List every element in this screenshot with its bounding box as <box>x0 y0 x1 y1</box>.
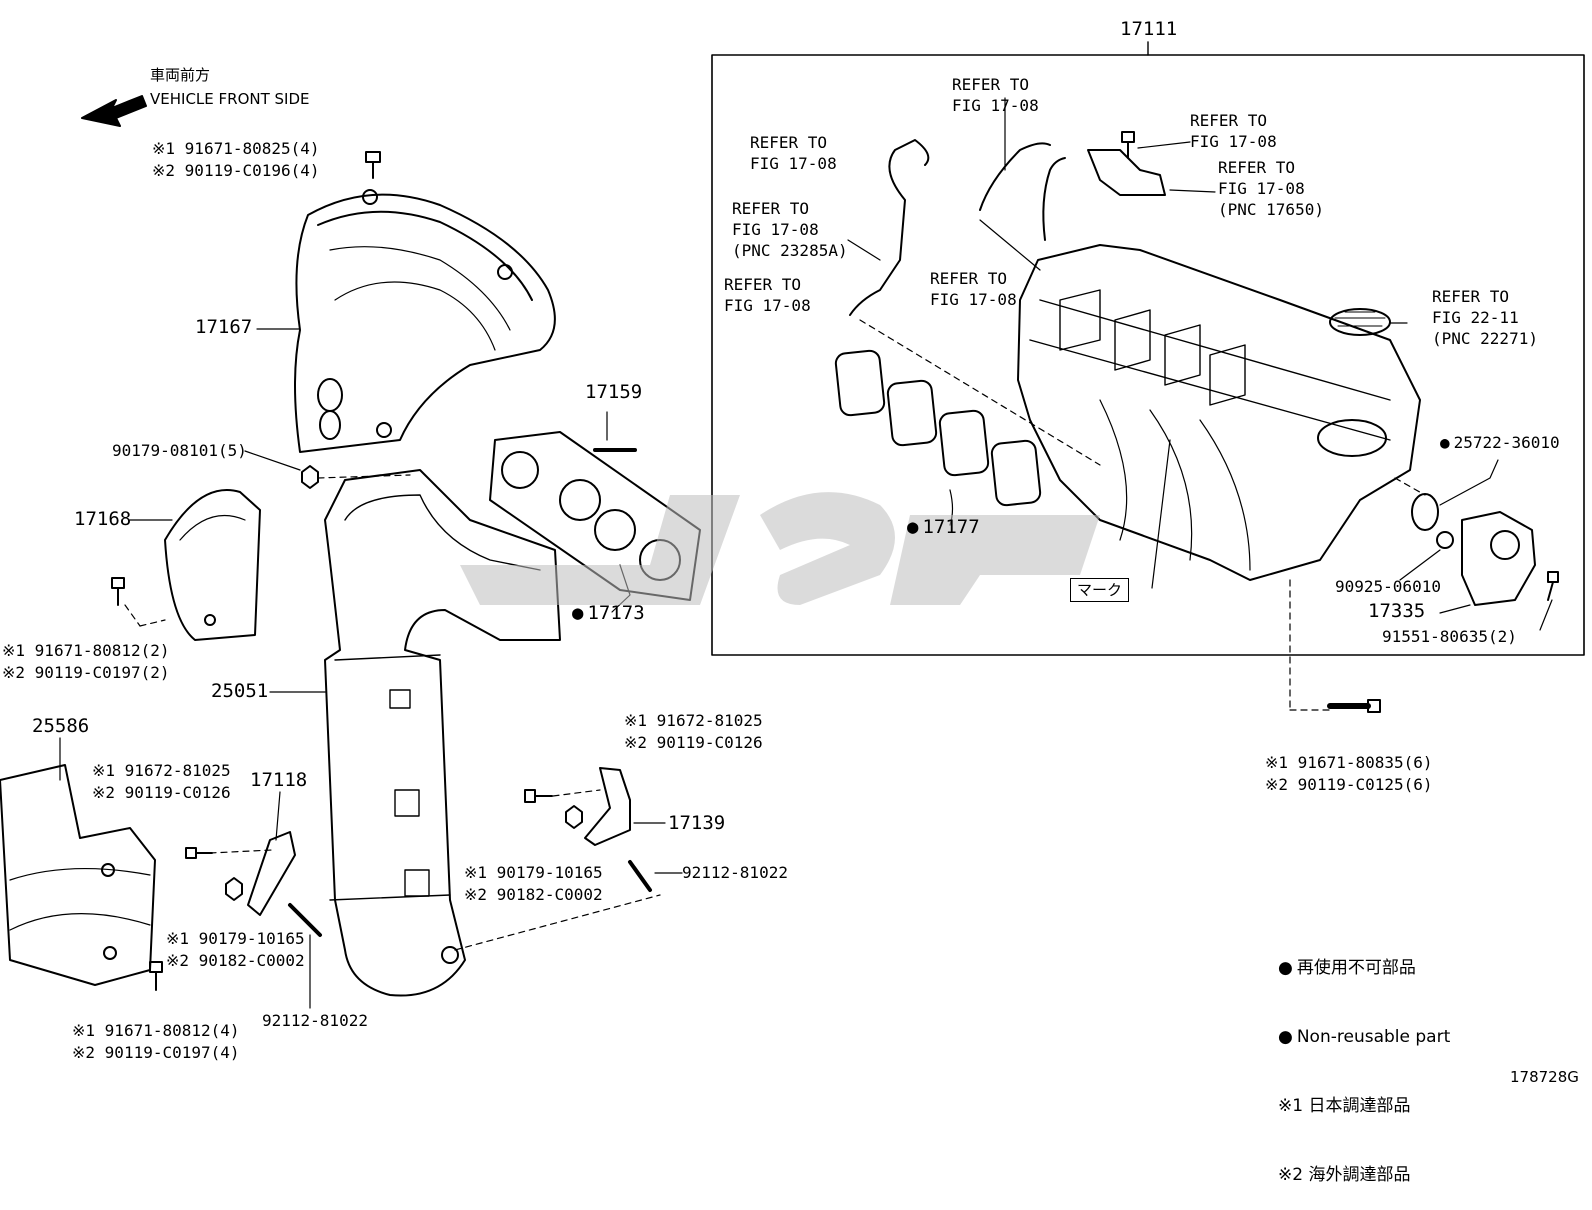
callout-17159: 17159 <box>585 381 643 403</box>
refer-note-3: REFER TO FIG 17-08 <box>1190 111 1277 151</box>
mark-label: マーク <box>1070 578 1130 602</box>
legend-note2: ※2 海外調達部品 <box>1278 1165 1411 1185</box>
nut-icon <box>565 805 583 829</box>
callout-17118: 17118 <box>250 769 308 791</box>
refer-note-1: REFER TO FIG 17-08 <box>750 133 837 173</box>
callout-17111: 17111 <box>1120 18 1178 40</box>
direction-label-en: VEHICLE FRONT SIDE <box>150 90 310 108</box>
callout-17139: 17139 <box>668 812 726 834</box>
bracket-17118 <box>247 831 296 916</box>
stud-bolt-icon <box>628 860 652 892</box>
assembly-lines <box>124 319 1426 951</box>
bolt-pair-17118-nut: ※1 90179-10165 ※2 90182-C0002 <box>166 929 305 970</box>
bolt-icon <box>111 577 125 606</box>
bolt-pair-17139-bolt: ※1 91672-81025 ※2 90119-C0126 <box>624 711 763 752</box>
callout-92112-b: 92112-81022 <box>262 1011 368 1030</box>
refer-note-5: REFER TO FIG 17-08 (PNC 23285A) <box>732 199 848 260</box>
vsv-bracket <box>1087 149 1166 196</box>
bolt-icon <box>149 961 163 991</box>
bolt-pair-17168: ※1 91671-80812(2) ※2 90119-C0197(2) <box>2 641 170 682</box>
callout-17173: 17173 <box>572 602 644 624</box>
refer-note-8: REFER TO FIG 22-11 (PNC 22271) <box>1432 287 1538 348</box>
callout-25722: 25722-36010 <box>1440 432 1560 454</box>
callout-25586: 25586 <box>32 715 90 737</box>
callout-17167: 17167 <box>195 316 253 338</box>
bolt-pair-25586: ※1 91671-80812(4) ※2 90119-C0197(4) <box>72 1021 240 1062</box>
callout-25051: 25051 <box>211 680 269 702</box>
bolt-icon <box>1327 699 1381 713</box>
bolt-icon <box>524 789 553 803</box>
hose-line <box>849 139 930 316</box>
o-ring-icon <box>1411 493 1439 531</box>
refer-note-4: REFER TO FIG 17-08 (PNC 17650) <box>1218 158 1324 219</box>
bolt-icon <box>365 151 381 179</box>
bolt-pair-manifold: ※1 91671-80835(6) ※2 90119-C0125(6) <box>1265 753 1433 794</box>
callout-17177: 17177 <box>907 516 979 538</box>
refer-note-7: REFER TO FIG 17-08 <box>930 269 1017 309</box>
callout-90179-08101: 90179-08101(5) <box>112 441 247 460</box>
bolt-icon <box>1547 571 1559 601</box>
insulator-17168 <box>164 489 261 641</box>
intake-manifold-gaskets <box>834 349 1042 507</box>
bracket-17139 <box>584 767 631 846</box>
callout-91551: 91551-80635(2) <box>1382 627 1517 646</box>
nut-icon <box>301 465 319 489</box>
direction-label-jp: 車両前方 <box>150 66 211 84</box>
nut-icon <box>225 877 243 901</box>
figure-code: 178728G <box>1510 1068 1579 1086</box>
watermark-logo <box>460 492 1100 605</box>
callout-90925: 90925-06010 <box>1335 577 1441 596</box>
legend-nonreusable-jp: 再使用不可部品 <box>1278 956 1450 981</box>
legend: 再使用不可部品 Non-reusable part ※1 日本調達部品 ※2 海… <box>1278 912 1450 1210</box>
intake-manifold <box>1017 244 1421 581</box>
bolt-pair-17139-nut: ※1 90179-10165 ※2 90182-C0002 <box>464 863 603 904</box>
gasket-mesh-icon <box>1329 308 1391 336</box>
o-ring-icon <box>1436 531 1454 549</box>
bolt-icon <box>1121 131 1135 159</box>
legend-note1: ※1 日本調達部品 <box>1278 1096 1411 1116</box>
exhaust-manifold-converter <box>324 469 561 997</box>
insulator-25586 <box>0 764 156 986</box>
front-arrow-icon <box>81 95 147 127</box>
refer-note-2: REFER TO FIG 17-08 <box>952 75 1039 115</box>
valve-assembly-17335 <box>1461 511 1536 606</box>
legend-nonreusable-en: Non-reusable part <box>1278 1025 1450 1050</box>
bolt-pair-heat-insulator: ※1 91671-80825(4) ※2 90119-C0196(4) <box>152 139 320 180</box>
hose-line <box>1042 157 1066 241</box>
callout-17335: 17335 <box>1368 600 1426 622</box>
hose-line <box>979 142 1051 211</box>
bolt-icon <box>185 847 213 859</box>
callout-17168: 17168 <box>74 508 132 530</box>
exhaust-manifold-heat-insulator <box>294 189 556 453</box>
bolt-pair-17118-bolt: ※1 91672-81025 ※2 90119-C0126 <box>92 761 231 802</box>
callout-92112-a: 92112-81022 <box>682 863 788 882</box>
stud-bolt-icon <box>288 903 322 937</box>
refer-note-6: REFER TO FIG 17-08 <box>724 275 811 315</box>
